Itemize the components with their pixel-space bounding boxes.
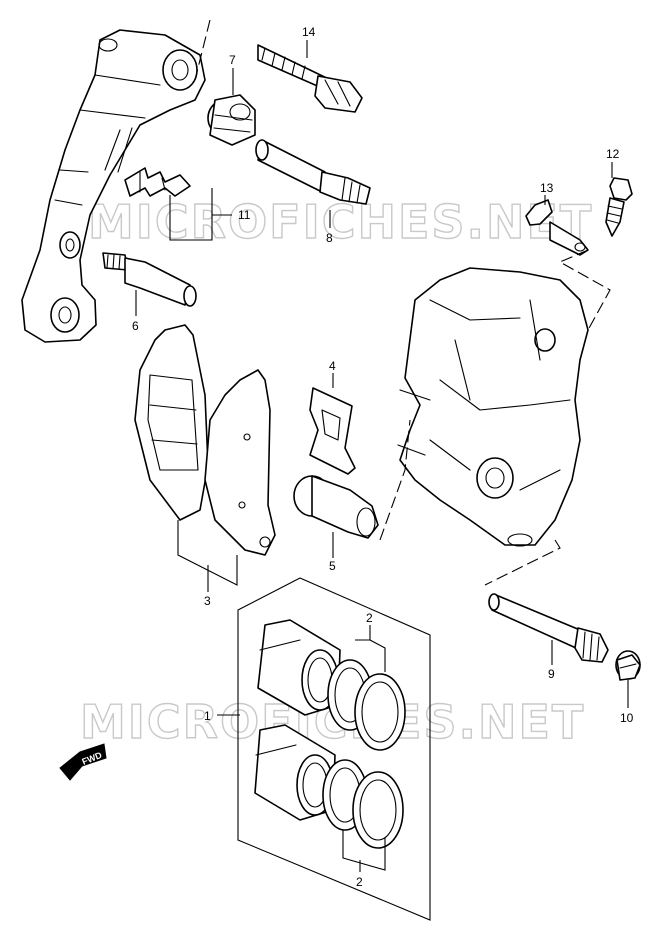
callout-13: 13 [540,181,554,195]
callout-numbers: 14 7 12 13 11 8 6 4 5 3 2 9 1 10 2 [132,25,634,889]
bolt-14 [257,44,363,113]
boot-7 [207,94,256,146]
callout-10: 10 [620,711,634,725]
slide-pin-6 [102,252,197,307]
callout-14: 14 [302,25,316,39]
cap-10 [615,650,641,681]
callout-8: 8 [326,231,333,245]
callout-12: 12 [606,147,620,161]
brake-pad-rear [204,369,276,556]
callout-5: 5 [329,559,336,573]
callout-1: 1 [204,709,211,723]
pin-5 [293,475,379,539]
pad-retainer-4 [309,387,356,475]
bleeder-cap-13 [525,199,589,256]
watermark-top: MICROFICHES.NET [88,195,593,249]
callout-2-top: 2 [366,611,373,625]
callout-4: 4 [329,359,336,373]
bleeder-screw-12 [605,177,633,237]
callout-2-bottom: 2 [356,875,363,889]
callout-11: 11 [238,208,251,222]
callout-9: 9 [548,667,555,681]
assembly-lines [194,19,611,586]
leader-lines [135,40,629,872]
pad-spring-clip [124,167,191,197]
callout-3: 3 [204,594,211,608]
brake-pad-front [134,324,209,521]
caliper-body [397,267,589,547]
forward-arrow-icon: FWD [59,743,107,781]
seal-lower-outer [352,771,404,849]
piston-kit-box [237,577,431,921]
seal-upper-outer [354,673,406,751]
caliper-bracket [21,29,206,343]
callout-7: 7 [229,53,236,67]
slide-pin-9 [488,593,609,663]
callout-6: 6 [132,319,139,333]
slide-pin-8 [255,139,371,205]
